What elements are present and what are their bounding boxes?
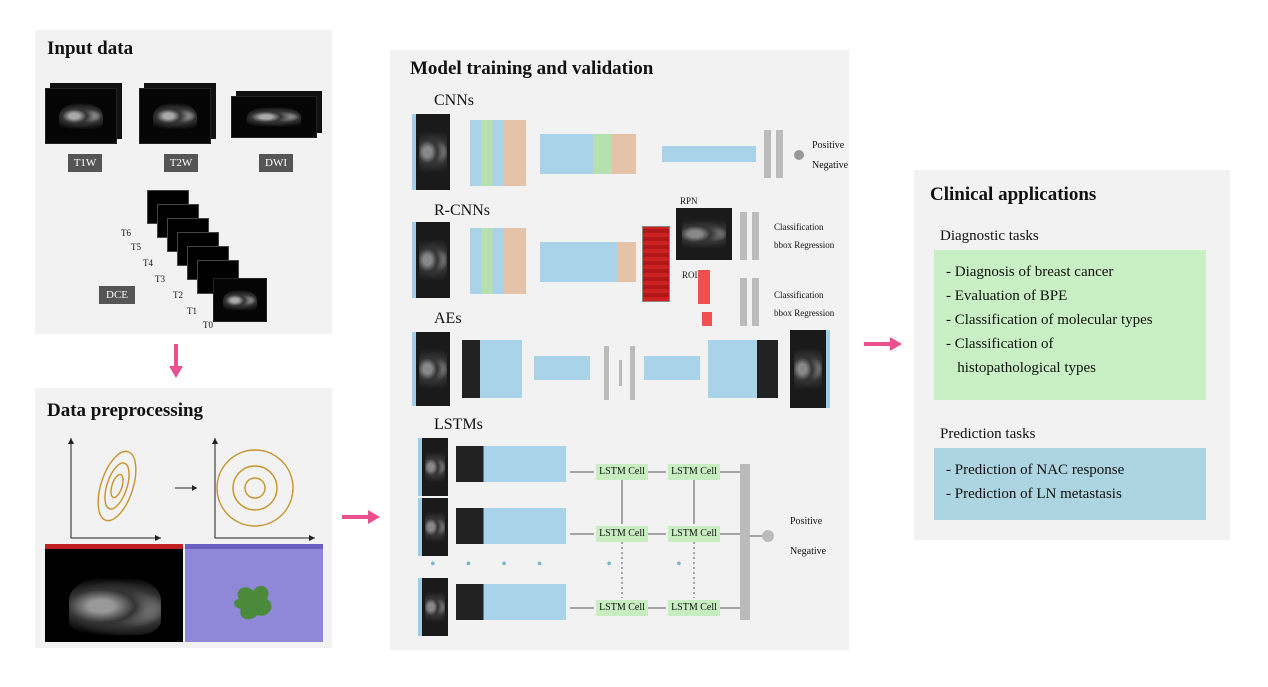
clinical-panel: Clinical applications Diagnostic tasks -… bbox=[914, 170, 1230, 540]
dce-phase-t2: T2 bbox=[173, 290, 183, 300]
diagnostic-item: - Diagnosis of breast cancer bbox=[946, 264, 1114, 280]
rcnn-input-image bbox=[412, 222, 450, 298]
t1w-label: T1W bbox=[68, 154, 102, 172]
diagnostic-item: - Classification of bbox=[946, 336, 1054, 352]
rcnn-fc-a2 bbox=[752, 212, 759, 260]
lstm-cell-r3-a: LSTM Cell bbox=[596, 600, 648, 616]
t1w-image bbox=[45, 88, 117, 144]
prediction-tasks-box: - Prediction of NAC response - Predictio… bbox=[934, 448, 1206, 520]
lstm-cell-r1-a: LSTM Cell bbox=[596, 464, 648, 480]
rcnn-fc-a1 bbox=[740, 212, 747, 260]
rcnn-cls-2: Classification bbox=[774, 290, 824, 300]
rcnn-mid-blocks bbox=[540, 242, 636, 282]
ae-encoder-blocks bbox=[462, 340, 522, 398]
dce-slice-t0 bbox=[213, 278, 267, 322]
rpn-image bbox=[676, 208, 732, 260]
cnn-output-node bbox=[794, 150, 804, 160]
cnn-feature-blocks bbox=[470, 120, 526, 186]
dwi-label: DWI bbox=[259, 154, 293, 172]
t2w-label: T2W bbox=[164, 154, 198, 172]
lstm-ellipsis: •••• • • bbox=[430, 556, 712, 573]
cnn-fc-2 bbox=[776, 130, 783, 178]
dce-phase-t5: T5 bbox=[131, 242, 141, 252]
clinical-title: Clinical applications bbox=[930, 184, 1097, 205]
ae-bottleneck-1 bbox=[604, 346, 609, 400]
rcnn-label: R-CNNs bbox=[434, 202, 491, 219]
prediction-item: - Prediction of NAC response bbox=[946, 462, 1125, 478]
prediction-item: - Prediction of LN metastasis bbox=[946, 486, 1122, 502]
lstm-input-row1 bbox=[418, 438, 448, 496]
rcnn-fc-b2 bbox=[752, 278, 759, 326]
rcnn-reg-1: bbox Regression bbox=[774, 240, 835, 250]
diagnostic-tasks-box: - Diagnosis of breast cancer - Evaluatio… bbox=[934, 250, 1206, 400]
lstm-negative: Negative bbox=[790, 546, 827, 557]
roi-label: ROI bbox=[682, 270, 698, 280]
cnn-negative: Negative bbox=[812, 160, 849, 171]
roi-block-2 bbox=[702, 312, 712, 326]
right-arrow-icon bbox=[342, 510, 380, 524]
diagnostic-item: - Evaluation of BPE bbox=[946, 288, 1068, 304]
ae-label: AEs bbox=[434, 310, 462, 327]
diagnostic-item: - Classification of molecular types bbox=[946, 312, 1153, 328]
dce-phase-t4: T4 bbox=[143, 258, 153, 268]
ae-output-image bbox=[790, 330, 830, 408]
rpn-label: RPN bbox=[680, 196, 698, 206]
dwi-image bbox=[231, 96, 317, 138]
right-arrow-icon bbox=[864, 337, 902, 351]
ae-bottleneck-3 bbox=[630, 346, 635, 400]
ae-bottleneck-2 bbox=[619, 360, 622, 386]
diagnostic-item: histopathological types bbox=[946, 360, 1096, 376]
lstm-cell-r1-b: LSTM Cell bbox=[668, 464, 720, 480]
ae-decoder-blocks bbox=[708, 340, 778, 398]
preprocessing-title: Data preprocessing bbox=[47, 400, 204, 421]
cnn-label: CNNs bbox=[434, 92, 475, 109]
model-panel: Model training and validation CNNs Posit… bbox=[390, 50, 849, 650]
cnn-fc-1 bbox=[764, 130, 771, 178]
lstm-connectors bbox=[570, 464, 774, 620]
segmentation-screenshot bbox=[45, 544, 183, 642]
model-title: Model training and validation bbox=[410, 58, 654, 79]
dce-phase-t6: T6 bbox=[121, 228, 131, 238]
3d-render-screenshot bbox=[185, 544, 323, 642]
roi-block-1 bbox=[698, 270, 710, 304]
ae-decoder-small bbox=[644, 356, 700, 380]
t2w-image bbox=[139, 88, 211, 144]
rcnn-cls-1: Classification bbox=[774, 222, 824, 232]
ae-encoder-small bbox=[534, 356, 590, 380]
rcnn-reg-2: bbox Regression bbox=[774, 308, 835, 318]
lstm-positive: Positive bbox=[790, 516, 823, 527]
lstm-cnn-row3 bbox=[456, 584, 566, 620]
rcnn-feature-map bbox=[642, 226, 670, 302]
down-arrow-icon bbox=[169, 344, 183, 378]
dce-phase-t0: T0 bbox=[203, 320, 213, 330]
dce-phase-t1: T1 bbox=[187, 306, 197, 316]
cnn-input-image bbox=[412, 114, 450, 190]
rcnn-feature-blocks bbox=[470, 228, 526, 294]
input-data-panel: Input data T1W T2W DWI T6 T5 T4 T3 T2 T1… bbox=[35, 30, 332, 334]
cnn-positive: Positive bbox=[812, 140, 845, 151]
ae-input-image bbox=[412, 332, 450, 406]
lstm-label: LSTMs bbox=[434, 416, 483, 433]
dce-label: DCE bbox=[99, 286, 135, 304]
input-data-title: Input data bbox=[47, 38, 134, 59]
registration-diagram bbox=[68, 438, 315, 541]
rcnn-fc-b1 bbox=[740, 278, 747, 326]
lstm-input-row3 bbox=[418, 578, 448, 636]
lstm-cnn-row2 bbox=[456, 508, 566, 544]
lstm-input-row2 bbox=[418, 498, 448, 556]
lstm-cnn-row1 bbox=[456, 446, 566, 482]
prediction-heading: Prediction tasks bbox=[940, 426, 1036, 442]
cnn-mid-blocks bbox=[540, 134, 636, 174]
lstm-cell-r3-b: LSTM Cell bbox=[668, 600, 720, 616]
lstm-cell-r2-a: LSTM Cell bbox=[596, 526, 648, 542]
preprocessing-panel: Data preprocessing bbox=[35, 388, 332, 648]
cnn-small-blocks bbox=[662, 146, 756, 162]
dce-phase-t3: T3 bbox=[155, 274, 165, 284]
diagnostic-heading: Diagnostic tasks bbox=[940, 228, 1039, 244]
lstm-cell-r2-b: LSTM Cell bbox=[668, 526, 720, 542]
